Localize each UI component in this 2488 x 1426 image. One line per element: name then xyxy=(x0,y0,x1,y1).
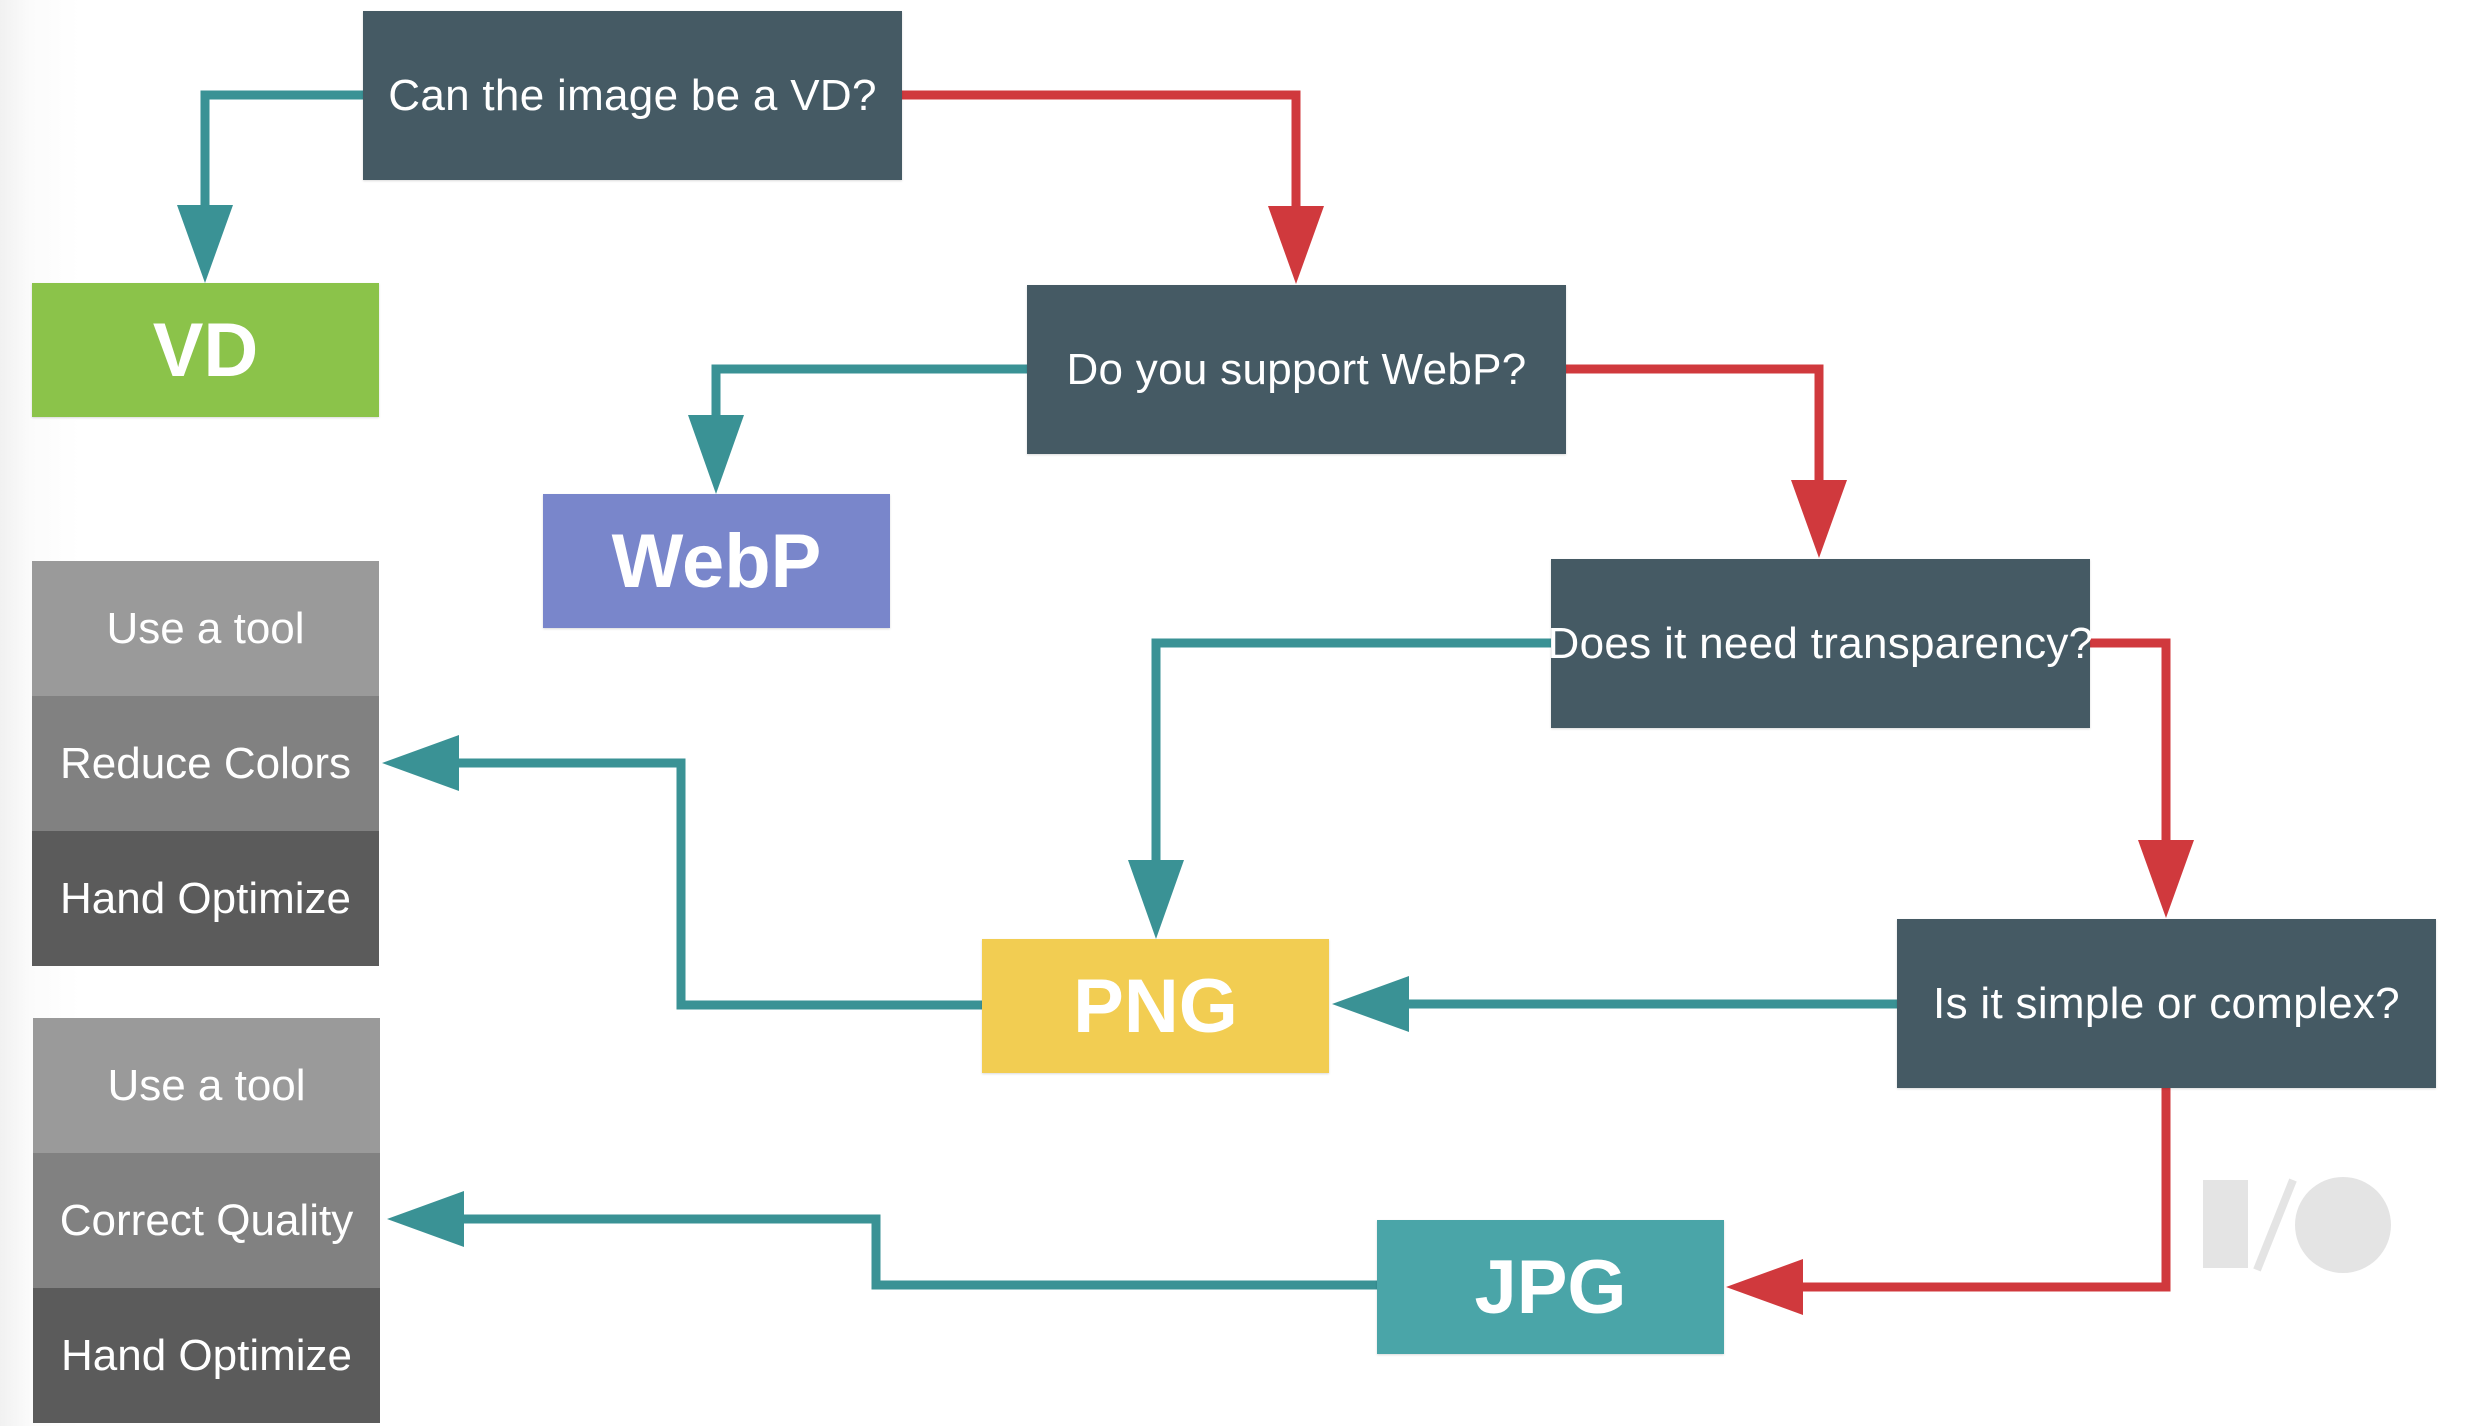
question-need-transparency: Does it need transparency? xyxy=(1548,559,2093,728)
question-support-webp: Do you support WebP? xyxy=(1027,285,1566,454)
arrow-q3-to-q4 xyxy=(2090,638,2171,845)
google-io-logo-icon xyxy=(2203,1177,2391,1273)
arrowhead-webp xyxy=(688,415,744,494)
step-label: Reduce Colors xyxy=(59,738,352,788)
arrowhead-jpg xyxy=(1726,1259,1803,1315)
result-webp: WebP xyxy=(543,494,890,628)
jpg-optimization-steps: Use a tool Correct Quality Hand Optimize xyxy=(33,1018,380,1423)
jpg-step-use-tool: Use a tool xyxy=(33,1018,380,1153)
arrow-png-to-steps xyxy=(454,758,982,1010)
step-label: Hand Optimize xyxy=(59,873,351,923)
arrowhead-png-steps xyxy=(382,735,459,791)
png-optimization-steps: Use a tool Reduce Colors Hand Optimize xyxy=(32,561,379,966)
result-label: PNG xyxy=(1073,963,1238,1049)
result-label: VD xyxy=(152,307,259,393)
arrowhead-png-right xyxy=(1332,976,1409,1032)
png-step-reduce-colors: Reduce Colors xyxy=(32,696,379,831)
result-label: JPG xyxy=(1474,1244,1627,1330)
step-label: Use a tool xyxy=(106,603,305,653)
jpg-step-correct-quality: Correct Quality xyxy=(33,1153,380,1288)
arrow-q1-to-vd xyxy=(200,90,363,210)
arrowhead-jpg-steps xyxy=(387,1191,464,1247)
arrow-q4-to-jpg xyxy=(1798,1088,2171,1292)
result-jpg: JPG xyxy=(1377,1220,1724,1354)
arrowhead-png-top xyxy=(1128,860,1184,939)
arrow-q3-to-png xyxy=(1151,638,1551,865)
question-label: Does it need transparency? xyxy=(1547,618,2094,668)
arrow-q1-to-q2 xyxy=(902,90,1301,211)
jpg-step-hand-optimize: Hand Optimize xyxy=(33,1288,380,1423)
png-step-hand-optimize: Hand Optimize xyxy=(32,831,379,966)
step-label: Correct Quality xyxy=(59,1195,354,1245)
question-label: Do you support WebP? xyxy=(1066,344,1527,394)
question-can-be-vd: Can the image be a VD? xyxy=(363,11,902,180)
arrowhead-q2 xyxy=(1268,206,1324,284)
arrowhead-vd xyxy=(177,205,233,283)
step-label: Use a tool xyxy=(107,1060,306,1110)
question-label: Can the image be a VD? xyxy=(388,70,877,120)
arrowhead-q4 xyxy=(2138,840,2194,918)
result-label: WebP xyxy=(611,518,822,604)
arrowhead-q3 xyxy=(1791,480,1847,558)
question-simple-or-complex: Is it simple or complex? xyxy=(1897,919,2436,1088)
result-png: PNG xyxy=(982,939,1329,1073)
question-label: Is it simple or complex? xyxy=(1933,978,2400,1028)
arrow-q2-to-webp xyxy=(711,364,1027,420)
step-label: Hand Optimize xyxy=(60,1330,352,1380)
result-vd: VD xyxy=(32,283,379,417)
arrow-jpg-to-steps xyxy=(459,1214,1377,1290)
png-step-use-tool: Use a tool xyxy=(32,561,379,696)
arrow-q2-to-q3 xyxy=(1566,364,1824,485)
